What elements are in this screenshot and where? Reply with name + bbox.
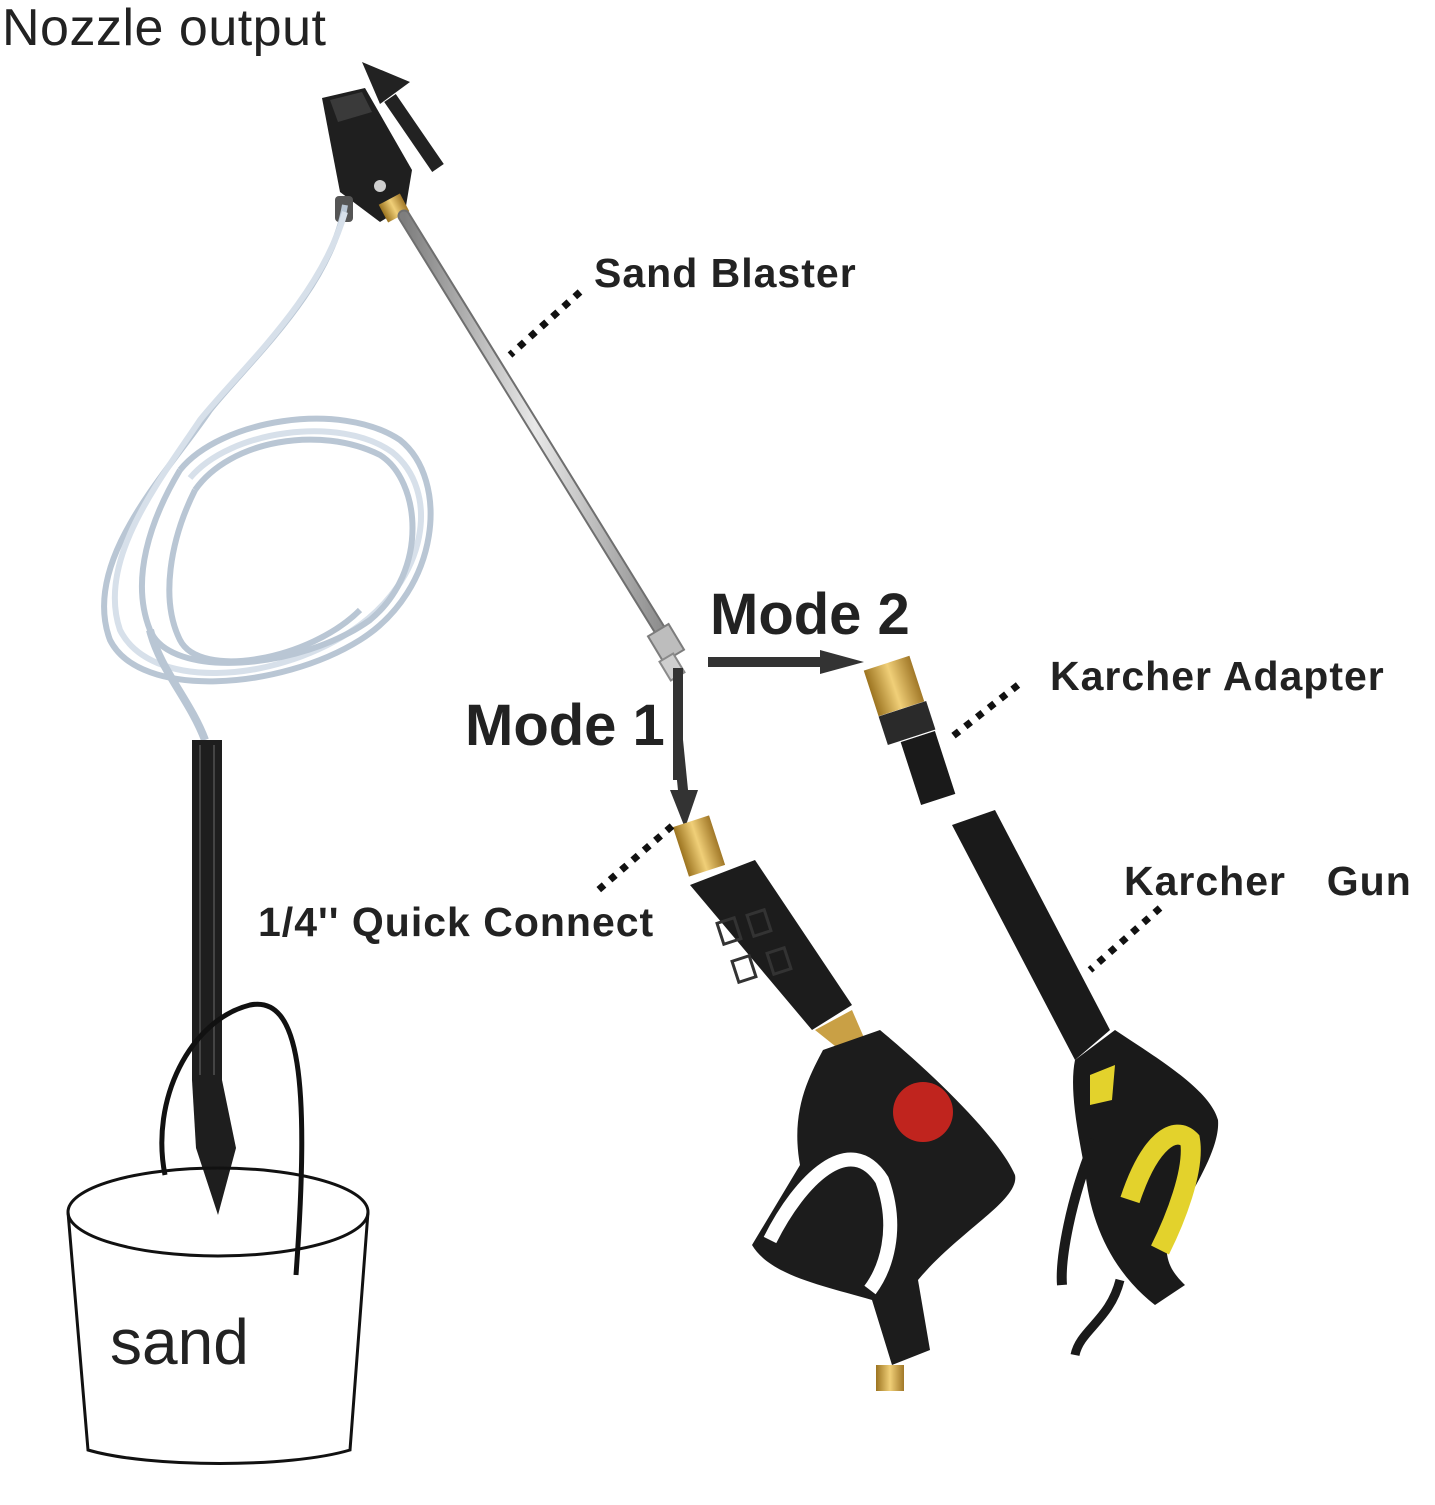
label-karcher-adapter: Karcher Adapter [1050,656,1385,697]
leader-sand-blaster [510,292,580,355]
karcher-adapter [864,656,956,805]
label-quick-connect: 1/4'' Quick Connect [258,902,654,943]
siphon-hose [104,205,431,740]
label-nozzle-output: Nozzle output [2,2,326,54]
quick-connect-gun [673,815,1015,1391]
label-karcher-gun: Karcher Gun [1124,861,1412,902]
arrow-down-icon [670,668,698,828]
label-sand-blaster: Sand Blaster [594,253,857,294]
leader-karcher-gun [1090,908,1160,970]
leader-karcher-adapter [948,685,1018,740]
label-mode-1: Mode 1 [465,697,665,755]
leader-quick-connect [596,826,672,892]
arrow-right-icon [708,650,864,674]
label-sand: sand [110,1310,249,1374]
label-mode-2: Mode 2 [710,586,910,644]
siphon-tube [192,740,236,1215]
